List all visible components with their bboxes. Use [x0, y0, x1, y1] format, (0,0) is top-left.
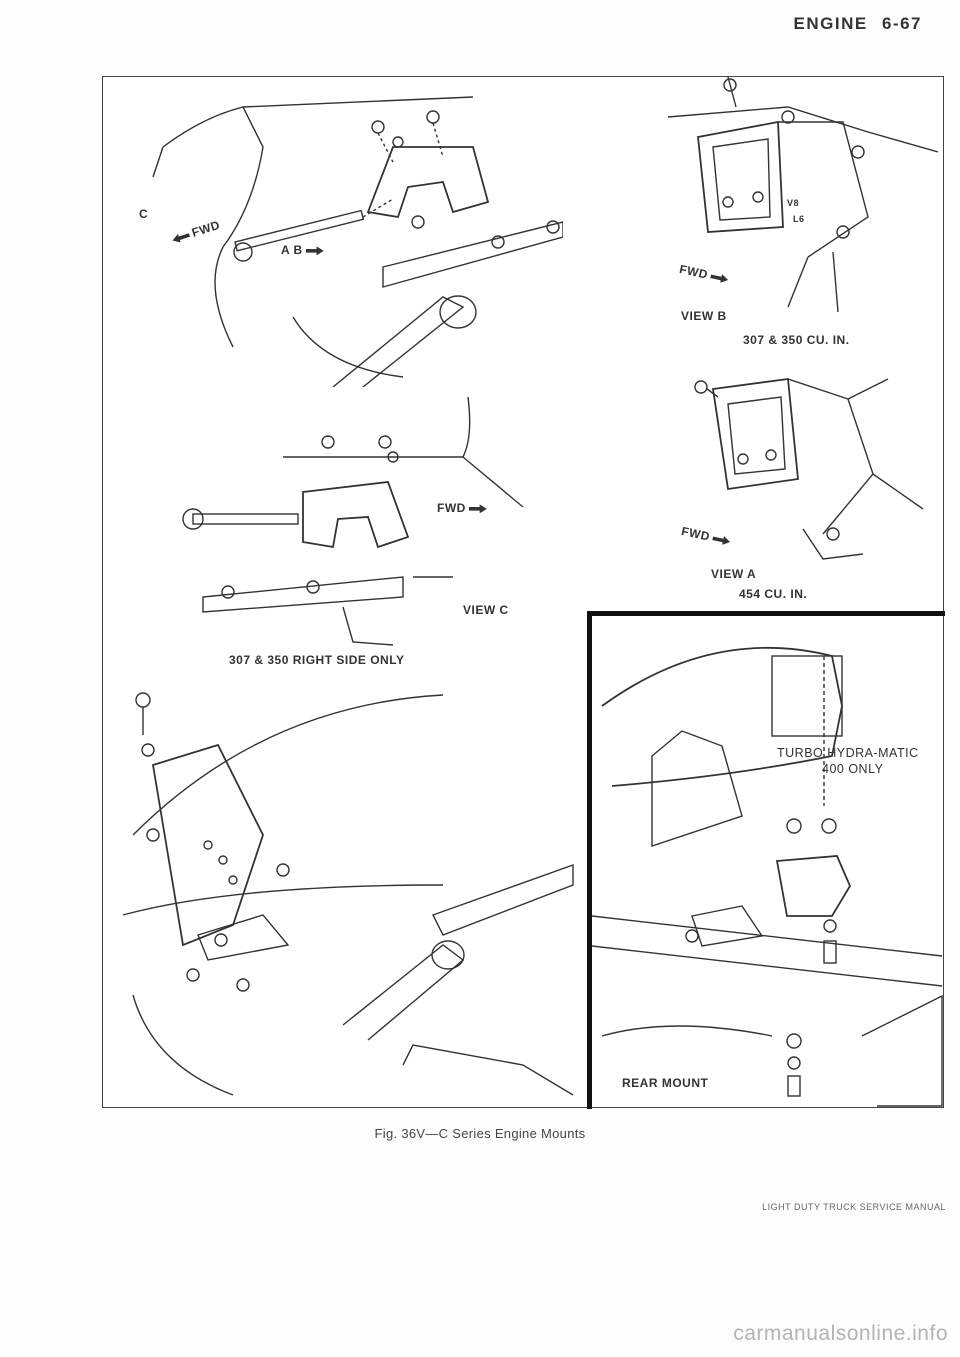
a-b-text: A B: [281, 243, 303, 257]
l6-tag: L6: [793, 214, 805, 224]
fwd-arrow-icon: [468, 504, 487, 514]
turbo-line-1: TURBO HYDRA-MATIC: [777, 746, 919, 760]
v8-tag: V8: [787, 198, 800, 208]
fwd-label-view-c: FWD: [437, 501, 487, 515]
a-b-label: A B: [281, 243, 324, 257]
fwd-arrow-icon: [712, 534, 731, 547]
view-c-label: VIEW C: [463, 603, 509, 617]
fwd-text: FWD: [437, 501, 466, 515]
view-a-illustration: [673, 359, 933, 569]
fwd-arrow-icon: [710, 272, 729, 285]
rear-mount-panel: TURBO HYDRA-MATIC 400 ONLY REAR MOUNT: [587, 611, 945, 1109]
rear-mount-label: REAR MOUNT: [622, 1076, 709, 1090]
front-mount-illustration: [143, 87, 563, 387]
figure-frame: C FWD A B V8 L6 FWD VIEW B 307 & 350 CU.…: [102, 76, 945, 1109]
turbo-line-2: 400 ONLY: [822, 762, 884, 776]
view-c-caption: 307 & 350 RIGHT SIDE ONLY: [229, 653, 405, 667]
view-a-caption: 454 CU. IN.: [739, 587, 808, 601]
view-c-illustration: [163, 397, 543, 647]
c-label: C: [139, 207, 149, 221]
view-b-illustration: [668, 77, 938, 317]
figure-caption: Fig. 36V—C Series Engine Mounts: [374, 1126, 586, 1141]
frame-mount-illustration: [113, 685, 583, 1105]
header-page-number: 6-67: [881, 14, 922, 33]
view-b-label: VIEW B: [681, 309, 727, 323]
manual-footer: LIGHT DUTY TRUCK SERVICE MANUAL: [762, 1202, 946, 1212]
view-b-caption: 307 & 350 CU. IN.: [743, 333, 850, 347]
a-b-arrow-icon: [305, 246, 324, 256]
header-section: ENGINE: [793, 14, 868, 33]
view-a-label: VIEW A: [711, 567, 757, 581]
c-arrow-label: C: [139, 207, 148, 221]
watermark: carmanualsonline.info: [733, 1322, 948, 1345]
page-header: ENGINE 6-67: [786, 14, 922, 34]
turbo-hydramatic-label: TURBO HYDRA-MATIC 400 ONLY: [777, 746, 919, 776]
